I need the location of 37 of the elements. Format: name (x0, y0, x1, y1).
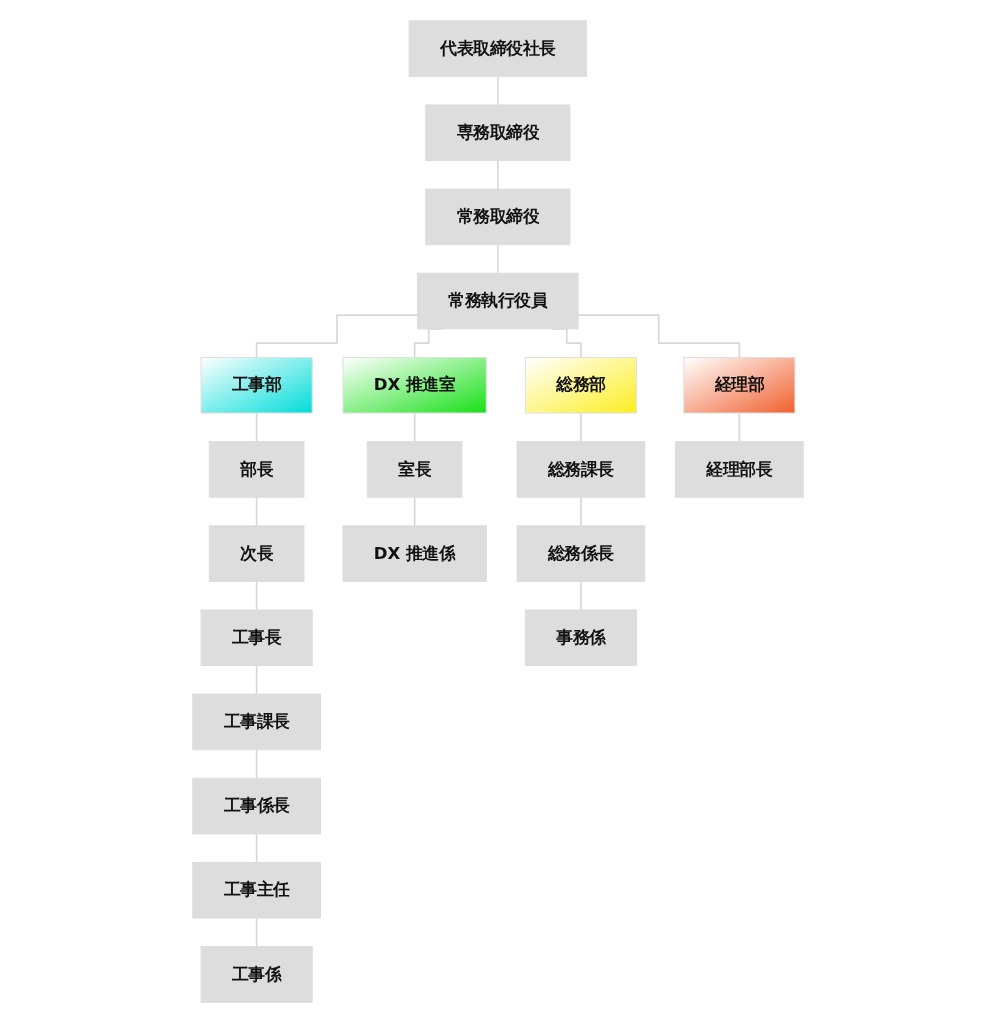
node-box: 次長 (208, 525, 305, 582)
node-box: 経理部長 (675, 441, 804, 498)
connector (255, 833, 258, 864)
node-box: 工事係長 (192, 777, 321, 835)
node-box: DX 推進係 (342, 525, 487, 582)
node-box: 経理部 (683, 356, 796, 414)
connector (255, 917, 258, 948)
node-box: 事務係 (524, 609, 638, 667)
node-box: 総務部 (524, 356, 638, 414)
connector (580, 496, 582, 527)
node-box: 室長 (366, 441, 463, 498)
connector (496, 243, 499, 275)
node-box: 工事主任 (192, 861, 321, 919)
connector (580, 412, 582, 443)
node-box: 総務係長 (516, 525, 646, 582)
node-box: 工事課長 (192, 693, 321, 751)
connector (255, 664, 258, 695)
node-box: 常務執行役員 (416, 272, 579, 330)
node-box: 常務取締役 (425, 188, 571, 246)
connector (413, 412, 416, 443)
connector (496, 159, 499, 190)
node-box: 工事部 (200, 356, 313, 414)
connector (580, 580, 582, 611)
connector (413, 496, 416, 527)
connector (255, 496, 258, 527)
connector (255, 412, 258, 443)
connector (738, 412, 741, 443)
node-box: 総務課長 (516, 441, 646, 498)
node-box: 代表取締役社長 (408, 20, 587, 77)
node-box: DX 推進室 (342, 356, 487, 414)
connector (496, 75, 499, 106)
connector (255, 580, 258, 611)
node-box: 工事長 (200, 609, 313, 667)
node-box: 部長 (208, 441, 305, 498)
connector (255, 748, 258, 780)
node-box: 専務取締役 (425, 104, 571, 162)
node-box: 工事係 (200, 946, 313, 1003)
